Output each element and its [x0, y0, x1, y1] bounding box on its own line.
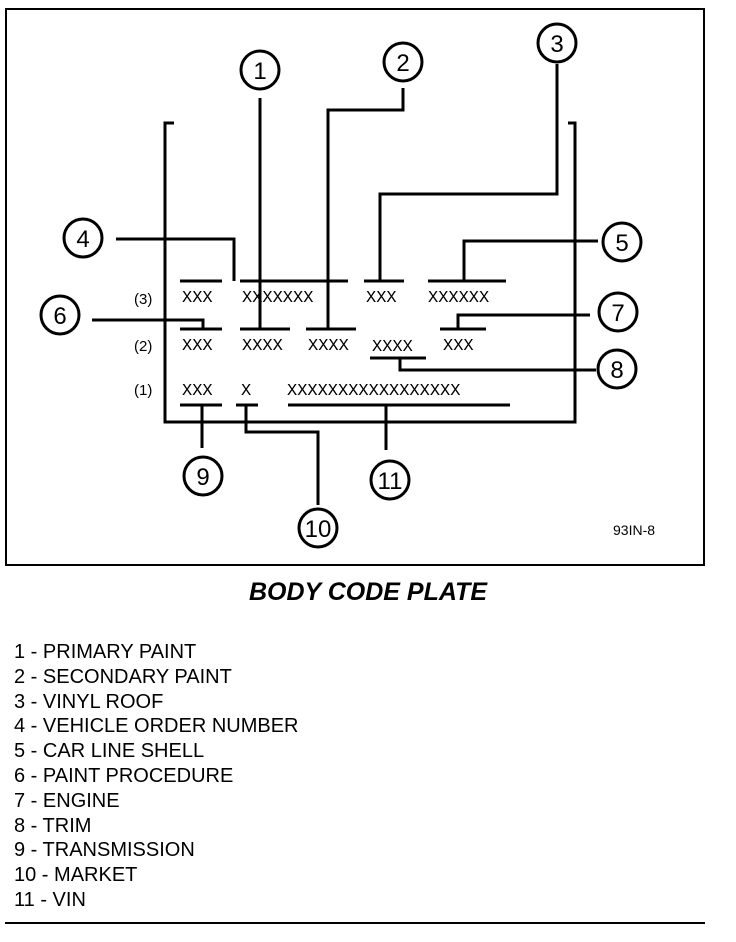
- legend-item: 7 - ENGINE: [14, 789, 120, 812]
- code-row3-item: XXX: [366, 289, 397, 308]
- legend-text: PRIMARY PAINT: [42, 641, 197, 663]
- callout-number: 6: [53, 303, 66, 330]
- code-row2-item: XXX: [182, 337, 213, 356]
- code-row3-item: XXXXXX: [428, 289, 489, 308]
- callout-circle: [382, 41, 424, 83]
- legend-text: CAR LINE SHELL: [42, 740, 205, 763]
- legend-list: 1 - PRIMARY PAINT 2 - SECONDARY PAINT 3 …: [14, 640, 299, 913]
- code-row1-item: XXXXXXXXXXXXXXXXX: [287, 382, 460, 401]
- callout-number: 9: [196, 464, 209, 491]
- callout-circle: [62, 217, 104, 259]
- callout-number: 11: [378, 468, 403, 495]
- legend-item: 11 - VIN: [14, 888, 86, 911]
- legend-item: 6 - PAINT PROCEDURE: [14, 764, 234, 787]
- code-row2-item: XXX: [443, 337, 474, 356]
- legend-item: 8 - TRIM: [14, 814, 92, 837]
- legend-item: 1 - PRIMARY PAINT: [14, 641, 197, 663]
- legend-number: 5: [14, 740, 26, 763]
- legend-item: 9 - TRANSMISSION: [14, 839, 195, 862]
- code-row2-item: XXXX: [308, 337, 349, 356]
- legend-item: 3 - VINYL ROOF: [14, 690, 164, 713]
- code-row1-item: X: [241, 382, 251, 401]
- callout-number: 2: [396, 50, 409, 77]
- leader-2: [326, 88, 405, 329]
- leader-8: [398, 358, 596, 372]
- row-label-1: (1): [134, 382, 152, 399]
- legend-number: 9: [14, 839, 26, 862]
- legend-text: VEHICLE ORDER NUMBER: [42, 715, 299, 738]
- callout-number: 10: [305, 516, 332, 543]
- callout-circle: [39, 294, 81, 336]
- legend-text: PAINT PROCEDURE: [42, 764, 234, 787]
- callout-circle: [596, 348, 638, 390]
- callout-circle: [597, 291, 639, 333]
- legend-number: 6: [14, 764, 26, 787]
- code-row2-item: XXXX: [372, 338, 413, 357]
- body-code-plate-diagram: (3) (2) (1) XXX XXXXXXX XXX XXXXXX XXX X…: [39, 22, 655, 549]
- code-row3-item: XXXXXXX: [242, 289, 313, 308]
- figure-id: 93IN-8: [613, 522, 655, 538]
- legend-item: 2 - SECONDARY PAINT: [14, 665, 232, 688]
- legend-number: 11: [14, 888, 35, 911]
- leader-10: [244, 405, 320, 505]
- leader-6: [92, 318, 205, 329]
- code-row3-item: XXX: [182, 289, 213, 308]
- legend-number: 4: [14, 715, 26, 738]
- code-row2-item: XXXX: [242, 337, 283, 356]
- legend-item: 10 - MARKET: [14, 864, 138, 887]
- row-label-3: (3): [134, 291, 152, 308]
- legend-text: SECONDARY PAINT: [42, 665, 232, 688]
- callout-number: 1: [253, 58, 266, 85]
- callout-number: 5: [615, 230, 628, 257]
- legend-number: 10: [14, 864, 37, 887]
- callout-circle: [239, 49, 281, 91]
- leader-5: [462, 239, 598, 281]
- bottom-rule: [5, 922, 705, 924]
- legend-text: ENGINE: [42, 789, 120, 812]
- legend-text: VINYL ROOF: [42, 690, 164, 713]
- callout-circle: [182, 455, 224, 497]
- callout-circle: [601, 221, 643, 263]
- legend-text: MARKET: [54, 864, 138, 887]
- figure-caption: BODY CODE PLATE: [249, 578, 487, 606]
- callout-number: 3: [550, 31, 563, 58]
- plate-outline: [163, 121, 577, 424]
- callout-circle: [369, 459, 411, 501]
- legend-number: 2: [14, 665, 26, 688]
- legend-number: 3: [14, 690, 26, 713]
- legend-item: 4 - VEHICLE ORDER NUMBER: [14, 715, 299, 738]
- callout-circle: [536, 22, 578, 64]
- leader-3: [378, 64, 559, 281]
- row-label-2: (2): [134, 338, 152, 355]
- leader-7: [456, 313, 590, 329]
- legend-text: TRIM: [42, 814, 92, 837]
- callout-number: 4: [76, 226, 89, 253]
- leader-4: [116, 237, 236, 281]
- legend-number: 7: [14, 789, 26, 812]
- code-row1-item: XXX: [182, 382, 213, 401]
- callout-number: 8: [610, 357, 623, 384]
- callout-number: 7: [611, 300, 624, 327]
- legend-number: 1: [14, 641, 26, 663]
- legend-item: 5 - CAR LINE SHELL: [14, 740, 205, 763]
- legend-number: 8: [14, 814, 26, 837]
- legend-text: TRANSMISSION: [42, 839, 195, 862]
- legend-text: VIN: [52, 888, 86, 911]
- diagram-frame: [5, 8, 705, 566]
- callout-circle: [297, 507, 339, 549]
